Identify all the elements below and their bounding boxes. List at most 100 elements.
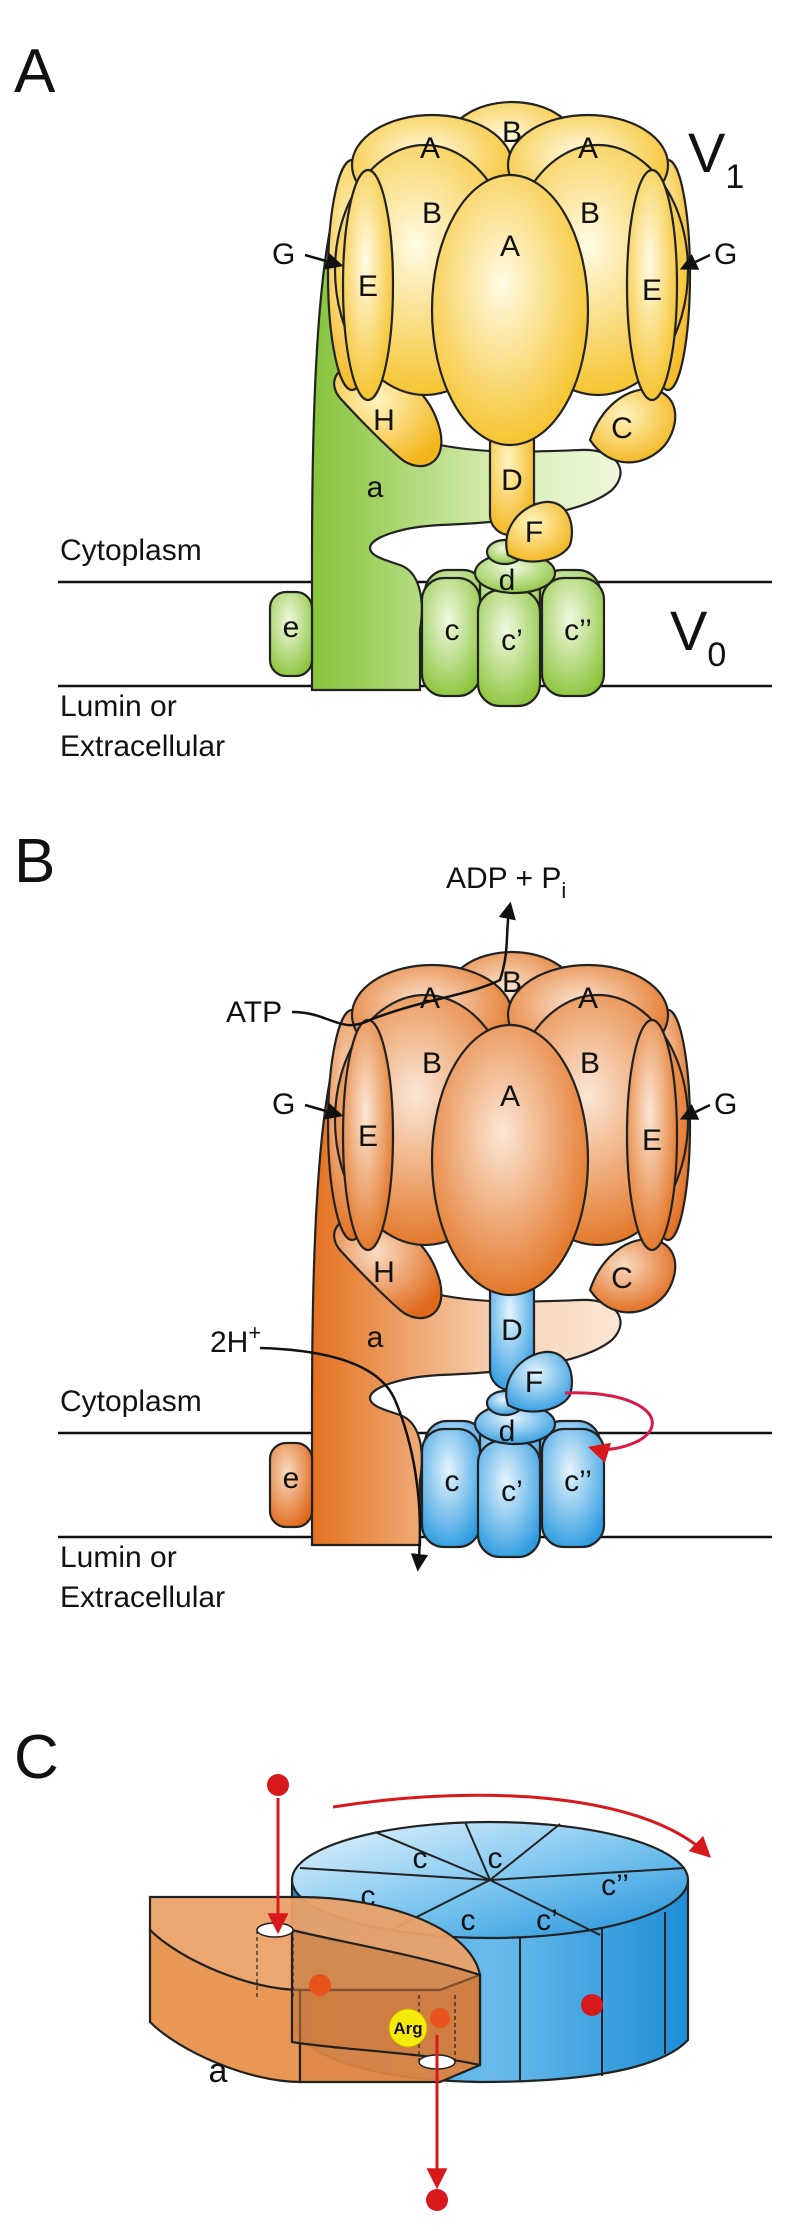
label-a-center: A xyxy=(500,230,520,263)
label-b-right: B xyxy=(580,197,600,230)
label-c-stator: C xyxy=(611,412,633,445)
label-c-prime: c’ xyxy=(501,624,523,657)
label-2h: 2H+ xyxy=(210,1320,261,1359)
arg-label: Arg xyxy=(393,2019,422,2038)
v0-main: V xyxy=(670,599,708,662)
label-d-small: d xyxy=(499,564,516,597)
label-e-right-b: E xyxy=(642,1124,662,1157)
subunit-e xyxy=(268,590,314,678)
arg-residue xyxy=(388,2008,428,2048)
label-a-top-left: A xyxy=(420,132,440,165)
subunit-a-center xyxy=(430,173,590,447)
label-b-left-b: B xyxy=(422,1047,442,1080)
proton-dot-top xyxy=(267,1774,289,1796)
subunit-e-right-b xyxy=(625,1018,679,1252)
wedge-line-2 xyxy=(489,1823,561,1881)
label-c-double: c’’ xyxy=(564,614,592,647)
label-v0: V0 xyxy=(670,599,726,674)
label-e-left-b: E xyxy=(358,1120,378,1153)
v0-sub: 0 xyxy=(707,636,726,674)
subunit-e-right xyxy=(625,168,679,402)
subunit-f-b xyxy=(505,1350,574,1413)
label-d-stalk: D xyxy=(501,464,523,497)
ring-label-5: c’ xyxy=(536,1904,558,1937)
label-f: F xyxy=(525,516,543,549)
proton-main: 2H xyxy=(210,1326,248,1359)
panel-c: C c c c c c’ c’’ xyxy=(14,1723,712,2211)
label-a-stator: a xyxy=(367,471,384,504)
label-e-left: E xyxy=(358,270,378,303)
subunit-e-b xyxy=(268,1441,314,1529)
subunit-a-block-inner xyxy=(290,1928,482,2067)
cytoplasm-label: Cytoplasm xyxy=(60,534,202,567)
label-c-b: c xyxy=(445,1465,460,1498)
label-c-stator-b: C xyxy=(611,1262,633,1295)
wedge-line-3 xyxy=(489,1867,686,1881)
proton-dot-channel xyxy=(309,1974,331,1996)
arrow-g-left xyxy=(304,252,344,270)
ring-label-4: c xyxy=(461,1904,476,1937)
v1-sub: 1 xyxy=(725,158,744,196)
wedge-line-6 xyxy=(299,1867,491,1881)
label-b-top: B xyxy=(502,116,522,149)
proton-sup: + xyxy=(248,1320,261,1345)
label-b-top-b: B xyxy=(502,966,522,999)
label-h: H xyxy=(373,404,395,437)
lumen-label-line1: Lumin or xyxy=(60,690,177,723)
panel-c-letter: C xyxy=(14,1723,59,1792)
label-e-small-b: e xyxy=(283,1462,300,1495)
proton-dot-arg-site xyxy=(430,2008,450,2028)
label-g-right-b: G xyxy=(714,1088,737,1121)
lumen-label-line2-b: Extracellular xyxy=(60,1581,225,1614)
label-g-left-b: G xyxy=(272,1088,295,1121)
ring-label-2: c xyxy=(488,1842,503,1875)
proton-path-arrow xyxy=(259,1346,429,1572)
panel-b: B xyxy=(14,827,772,1614)
subunit-a-label-c: a xyxy=(209,2052,228,2090)
arrow-g-right xyxy=(679,253,711,270)
label-g-left: G xyxy=(272,238,295,271)
wedge-line-4 xyxy=(489,1879,601,1936)
label-c-double-b: c’’ xyxy=(564,1465,592,1498)
label-a-center-b: A xyxy=(500,1080,520,1113)
subunit-f xyxy=(505,500,574,563)
lumen-label-line2: Extracellular xyxy=(60,730,225,763)
label-adp-pi: ADP + Pi xyxy=(446,862,566,903)
rotation-arrow-c xyxy=(332,1793,712,1858)
panel-a: A xyxy=(14,37,772,763)
subunit-c-stator-b xyxy=(588,1238,677,1314)
label-b-right-b: B xyxy=(580,1047,600,1080)
label-d-small-b: d xyxy=(499,1415,516,1448)
c-subunit-c-double xyxy=(540,576,606,698)
v1-main: V xyxy=(688,121,726,184)
label-h-b: H xyxy=(373,1256,395,1289)
panel-b-letter: B xyxy=(14,827,55,896)
proton-dot-bottom xyxy=(426,2189,448,2211)
subunit-a-center-b xyxy=(430,1023,590,1297)
half-channel-top-opening xyxy=(256,1922,294,1938)
rotation-arrow-b xyxy=(564,1391,654,1463)
label-a-top-right: A xyxy=(578,132,598,165)
label-a-top-left-b: A xyxy=(420,982,440,1015)
wedge-line-7 xyxy=(374,1831,491,1881)
label-a-top-right-b: A xyxy=(578,982,598,1015)
label-g-right: G xyxy=(714,238,737,271)
lumen-label-line1-b: Lumin or xyxy=(60,1541,177,1574)
subunit-e-left xyxy=(341,168,395,402)
label-d-stalk-b: D xyxy=(501,1314,523,1347)
panel-a-letter: A xyxy=(14,37,56,106)
label-c: c xyxy=(445,614,460,647)
adp-sub: i xyxy=(561,878,566,903)
cytoplasm-label-b: Cytoplasm xyxy=(60,1385,202,1418)
label-c-prime-b: c’ xyxy=(501,1475,523,1508)
atp-hydrolysis-arrow xyxy=(291,901,516,1027)
label-e-small: e xyxy=(283,611,300,644)
ring-label-6: c’’ xyxy=(601,1869,629,1902)
arrow-g-right-b xyxy=(679,1103,711,1120)
label-atp: ATP xyxy=(226,996,282,1029)
subunit-c-stator xyxy=(588,388,677,464)
label-e-right: E xyxy=(642,274,662,307)
label-a-stator-b: a xyxy=(367,1321,384,1354)
adp-main: ADP + P xyxy=(446,862,561,895)
